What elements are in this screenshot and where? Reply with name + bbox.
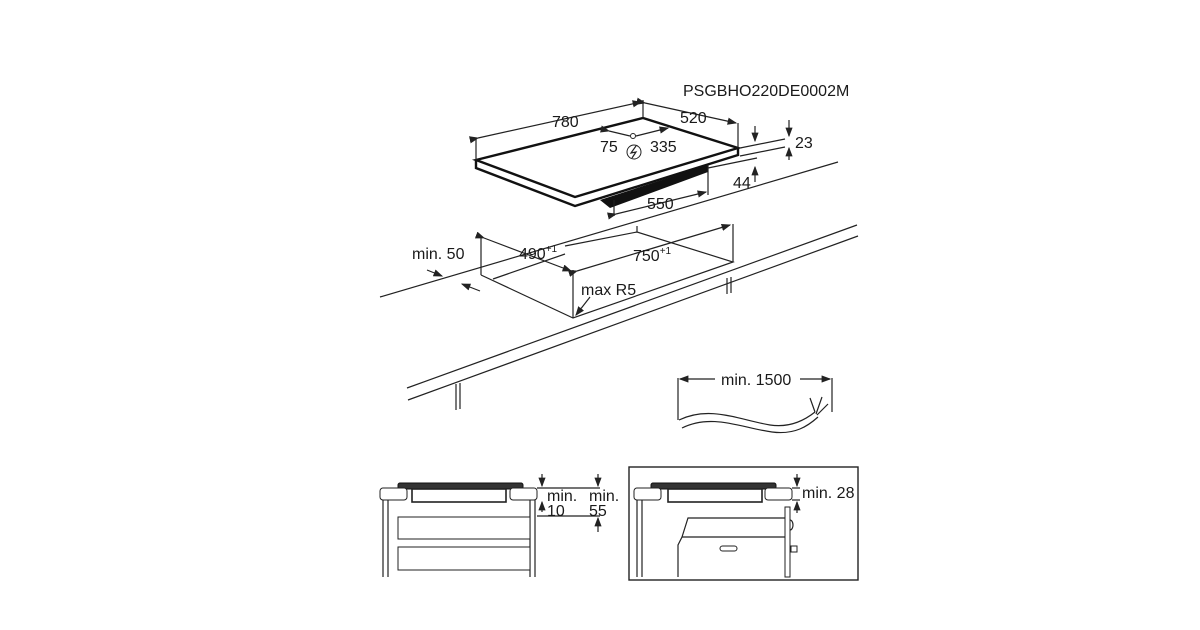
cutout-radius-label: max R5 [581,282,636,299]
side-view-oven [628,466,859,581]
min-edge-label: min. 50 [412,246,465,263]
countertop-drawing [379,161,859,410]
hob-thickness-label: 23 [795,135,813,152]
oven-clearance-label: min. 28 [802,485,855,502]
cable-drawing [677,375,833,434]
min-label-b: min. [589,488,619,505]
hob-drawing [469,97,793,220]
hob-depth-label: 520 [680,110,707,127]
cable-length-label: min. 1500 [721,372,791,389]
min-value-a: 10 [547,503,565,520]
side-view-drawers [379,474,602,577]
min-value-b: 55 [589,503,607,520]
cutout-depth-label: 490+1 [519,244,558,263]
connection-depth-label: 335 [650,139,677,156]
power-connection-icon [626,144,642,160]
body-width-label: 550 [647,196,674,213]
body-height-label: 44 [733,175,751,192]
drawing-code: PSGBHO220DE0002M [683,83,849,100]
cutout-width-label: 750+1 [633,246,672,265]
hob-width-label: 780 [552,114,579,131]
min-label-a: min. [547,488,577,505]
connection-offset-label: 75 [600,139,618,156]
